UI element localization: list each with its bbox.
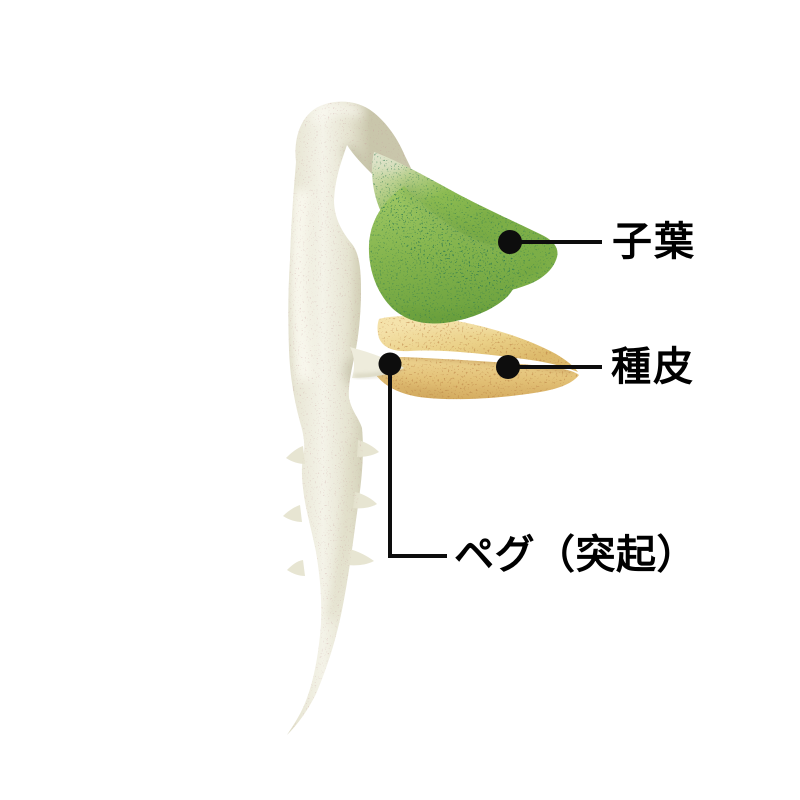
seed-coat-pointer-dot [496,355,520,379]
seed-coat-texture [373,357,579,400]
peg-pointer-line [388,366,447,558]
peg-pointer-dot [378,352,402,376]
cotyledon-pointer-dot [498,230,522,254]
root-spike [283,505,302,522]
root-spike [347,549,374,566]
root-spike [287,560,305,576]
root-spike [286,446,305,464]
label-pointers [378,230,602,558]
label-cotyledon: 子葉 [612,220,696,264]
root-spikes [283,440,379,576]
label-seed-coat: 種皮 [611,345,695,389]
seed-coat-shape [373,316,579,400]
label-peg: ペグ（突起） [454,533,697,577]
cotyledon-shape [368,152,558,324]
